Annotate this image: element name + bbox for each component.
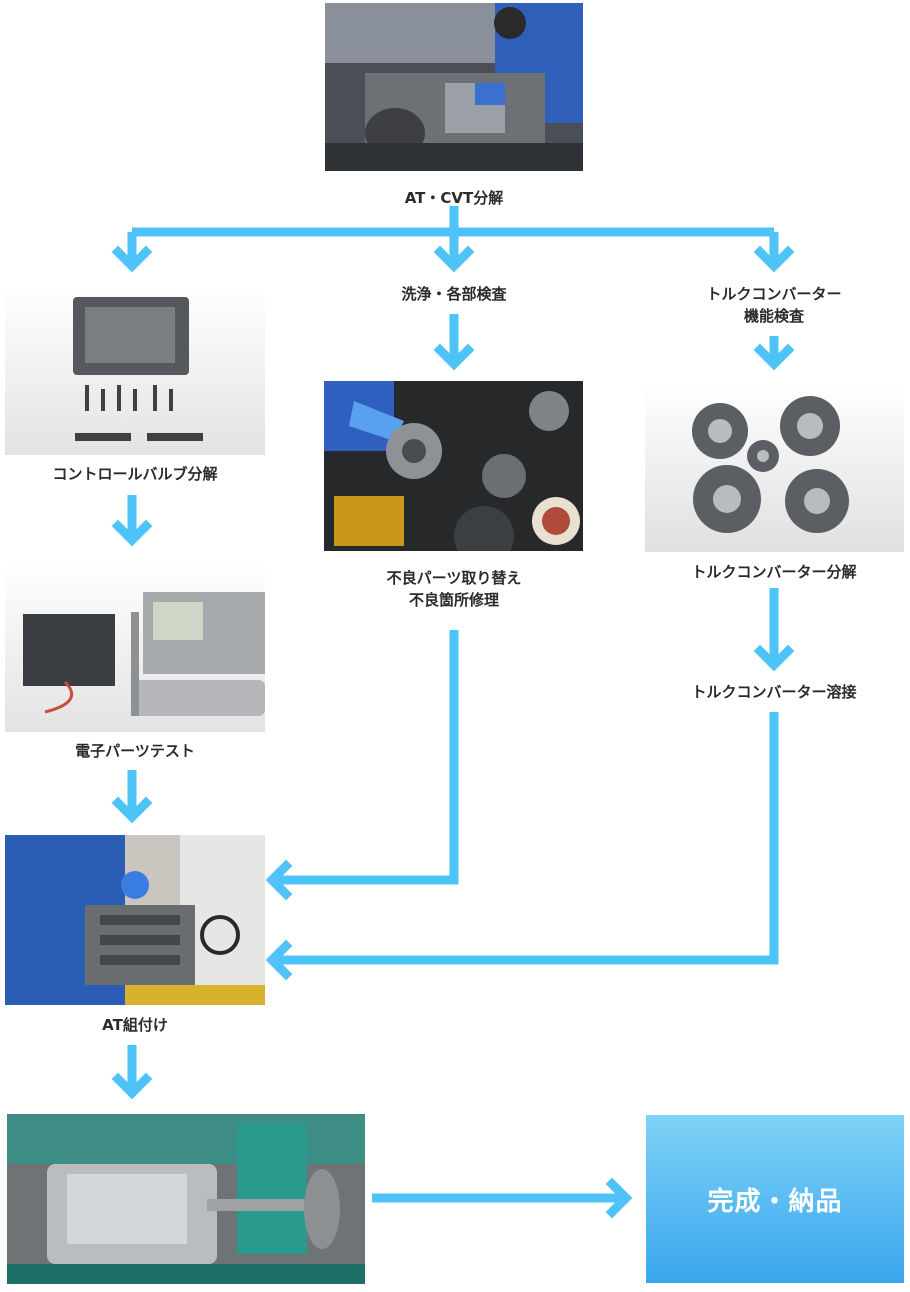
label-cleaning: 洗浄・各部検査 [401,285,507,303]
label-electronic-test: 電子パーツテスト [75,742,195,760]
photo-assembly [5,835,265,1005]
label-assembly: AT組付け [102,1016,168,1034]
arrow-distribute [127,206,779,262]
label-converter-welding: トルクコンバーター溶接 [691,683,857,701]
final-box: 完成・納品 [646,1115,904,1283]
arrow-replace-to-assembly [276,630,459,885]
photo-bench-test [7,1114,365,1284]
photo-disassembly [325,3,583,171]
arrow-weld-to-assembly [276,712,779,965]
photo-converter-disassembly [645,381,904,552]
label-converter-inspection: トルクコンバーター 機能検査 [706,285,842,325]
label-converter-disassembly: トルクコンバーター分解 [691,563,857,581]
photo-electronic-test [5,562,265,732]
photo-control-valve [5,285,265,455]
label-control-valve: コントロールバルブ分解 [52,465,218,483]
label-replacement: 不良パーツ取り替え 不良箇所修理 [386,569,522,609]
final-label: 完成・納品 [707,1186,843,1217]
photo-replacement [324,381,583,551]
label-disassembly: AT・CVT分解 [404,189,504,207]
